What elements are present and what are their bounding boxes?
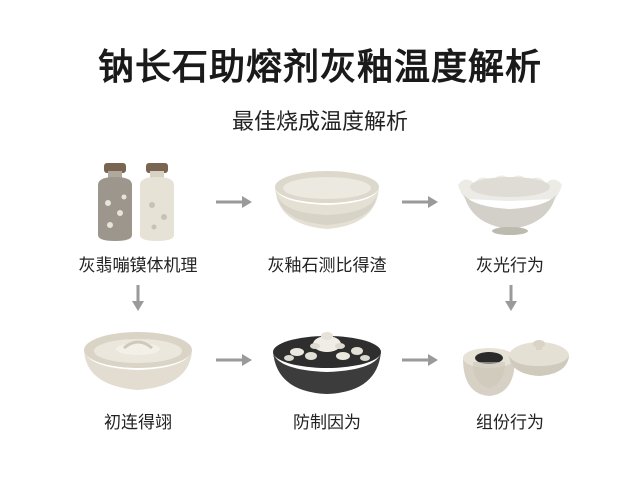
arrow-right-1 — [216, 196, 252, 208]
arrow-right-4 — [402, 354, 438, 366]
step-node-3: 灰光行为 — [430, 155, 590, 276]
ceramic-jars-icon — [98, 163, 174, 241]
shallow-bowl-icon — [275, 171, 379, 229]
step-label-2: 灰釉石测比得渣 — [267, 256, 387, 276]
step-node-4: 初连得翊 — [58, 322, 218, 433]
step-node-2: 灰釉石测比得渣 — [247, 155, 407, 276]
glaze-dish-icon — [84, 332, 192, 390]
step-node-5: 防制因为 — [247, 322, 407, 433]
pebble-bowl-icon — [273, 332, 381, 394]
step-node-6: 组份行为 — [430, 318, 590, 433]
step-label-6: 组份行为 — [476, 413, 544, 433]
step-label-5: 防制因为 — [293, 413, 361, 433]
step-label-4: 初连得翊 — [104, 413, 172, 433]
page-subtitle: 最佳烧成温度解析 — [231, 110, 408, 135]
arrow-right-2 — [402, 196, 438, 208]
page-title: 钠长石助熔剂灰釉温度解析 — [97, 47, 542, 88]
scalloped-bowl-icon — [458, 175, 562, 235]
step-label-1: 灰翡嘣镆体机理 — [78, 256, 198, 276]
arrow-down-2 — [505, 285, 517, 311]
arrow-right-3 — [216, 354, 252, 366]
arrow-down-1 — [132, 285, 144, 311]
step-node-1: 灰翡嘣镆体机理 — [58, 155, 218, 276]
step-label-3: 灰光行为 — [476, 256, 544, 276]
lidded-pot-icon — [463, 340, 569, 396]
